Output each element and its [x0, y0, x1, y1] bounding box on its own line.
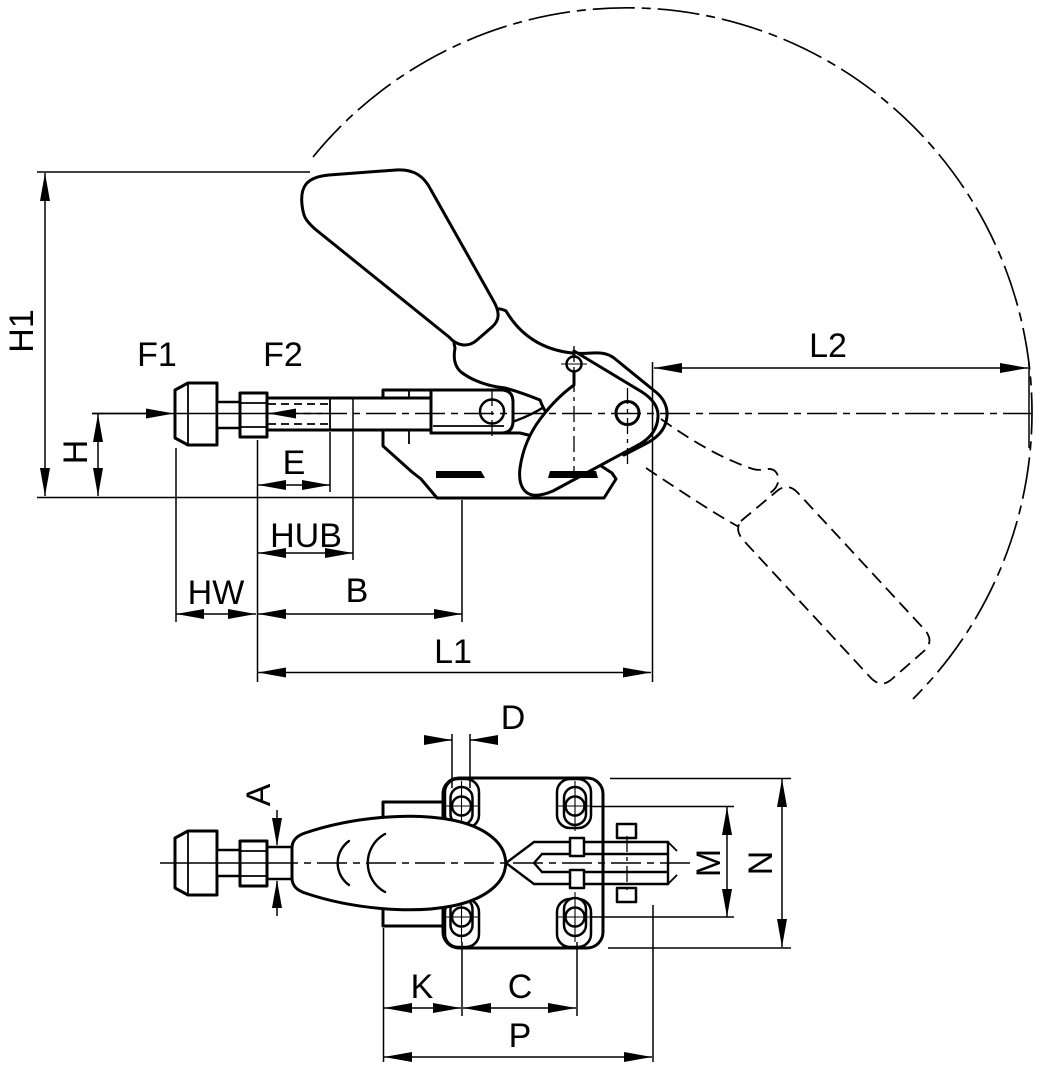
dim-label-l1: L1: [434, 633, 472, 671]
dimension-H1: H1: [3, 171, 437, 499]
dimension-HUB: HUB: [258, 397, 354, 560]
dimension-L2: L2: [654, 327, 1030, 448]
dim-label-k: K: [411, 968, 434, 1006]
foot-pad-right: [548, 471, 598, 478]
dim-label-f1: F1: [137, 336, 177, 374]
link-tab-upper: [615, 822, 638, 840]
dim-label-h: H: [57, 440, 95, 465]
mounting-slots: [444, 781, 592, 942]
dim-label-b: B: [346, 572, 369, 610]
link-pin-lower: [568, 868, 586, 890]
hex-nut-plan-facets: [240, 850, 267, 877]
dim-label-f2: F2: [263, 336, 303, 374]
linkage-plan: [504, 822, 678, 904]
dim-label-l2: L2: [809, 327, 847, 365]
dim-label-a: A: [240, 783, 278, 806]
dimension-A: A: [240, 783, 282, 916]
spindle-neck: [215, 400, 242, 430]
dimension-D: D: [424, 699, 525, 788]
dimension-H: H: [57, 414, 103, 496]
dim-label-e: E: [283, 444, 306, 482]
handle-plan: [290, 814, 508, 912]
dimension-C: C: [463, 942, 578, 1016]
dimension-L1: L1: [258, 362, 654, 682]
dim-label-m: M: [690, 849, 728, 877]
dim-label-n: N: [742, 851, 780, 876]
dimension-HW: HW: [175, 448, 256, 622]
dim-label-c: C: [508, 968, 533, 1006]
dim-label-hub: HUB: [270, 517, 342, 555]
hex-nut: [238, 391, 269, 439]
phantom-handle-grip: [737, 486, 931, 685]
side-view: H1 H F1 F2 E: [3, 6, 1033, 700]
phantom-arm-upper-edge: [660, 418, 780, 494]
dimension-F2: F2: [263, 336, 322, 419]
dimension-M: M: [592, 805, 734, 918]
dim-label-h1: H1: [3, 309, 41, 352]
top-view: D A M N K: [160, 699, 791, 1062]
foot-pad-left: [436, 471, 485, 478]
pivot-link-plate: [518, 349, 660, 497]
link-pin-upper: [568, 836, 586, 858]
handle-swing-arc: [312, 6, 1033, 700]
dimension-B: B: [258, 500, 463, 622]
dim-label-hw: HW: [188, 574, 245, 612]
dim-label-d: D: [501, 699, 526, 737]
dimension-F1: F1: [92, 336, 177, 419]
dimension-E: E: [256, 432, 331, 682]
dimension-N: N: [608, 777, 791, 949]
dim-label-p: P: [509, 1017, 532, 1055]
dimension-K: K: [382, 928, 463, 1062]
dimension-P: P: [384, 905, 654, 1062]
link-tab-lower: [615, 886, 638, 904]
handle-grip: [300, 168, 500, 347]
